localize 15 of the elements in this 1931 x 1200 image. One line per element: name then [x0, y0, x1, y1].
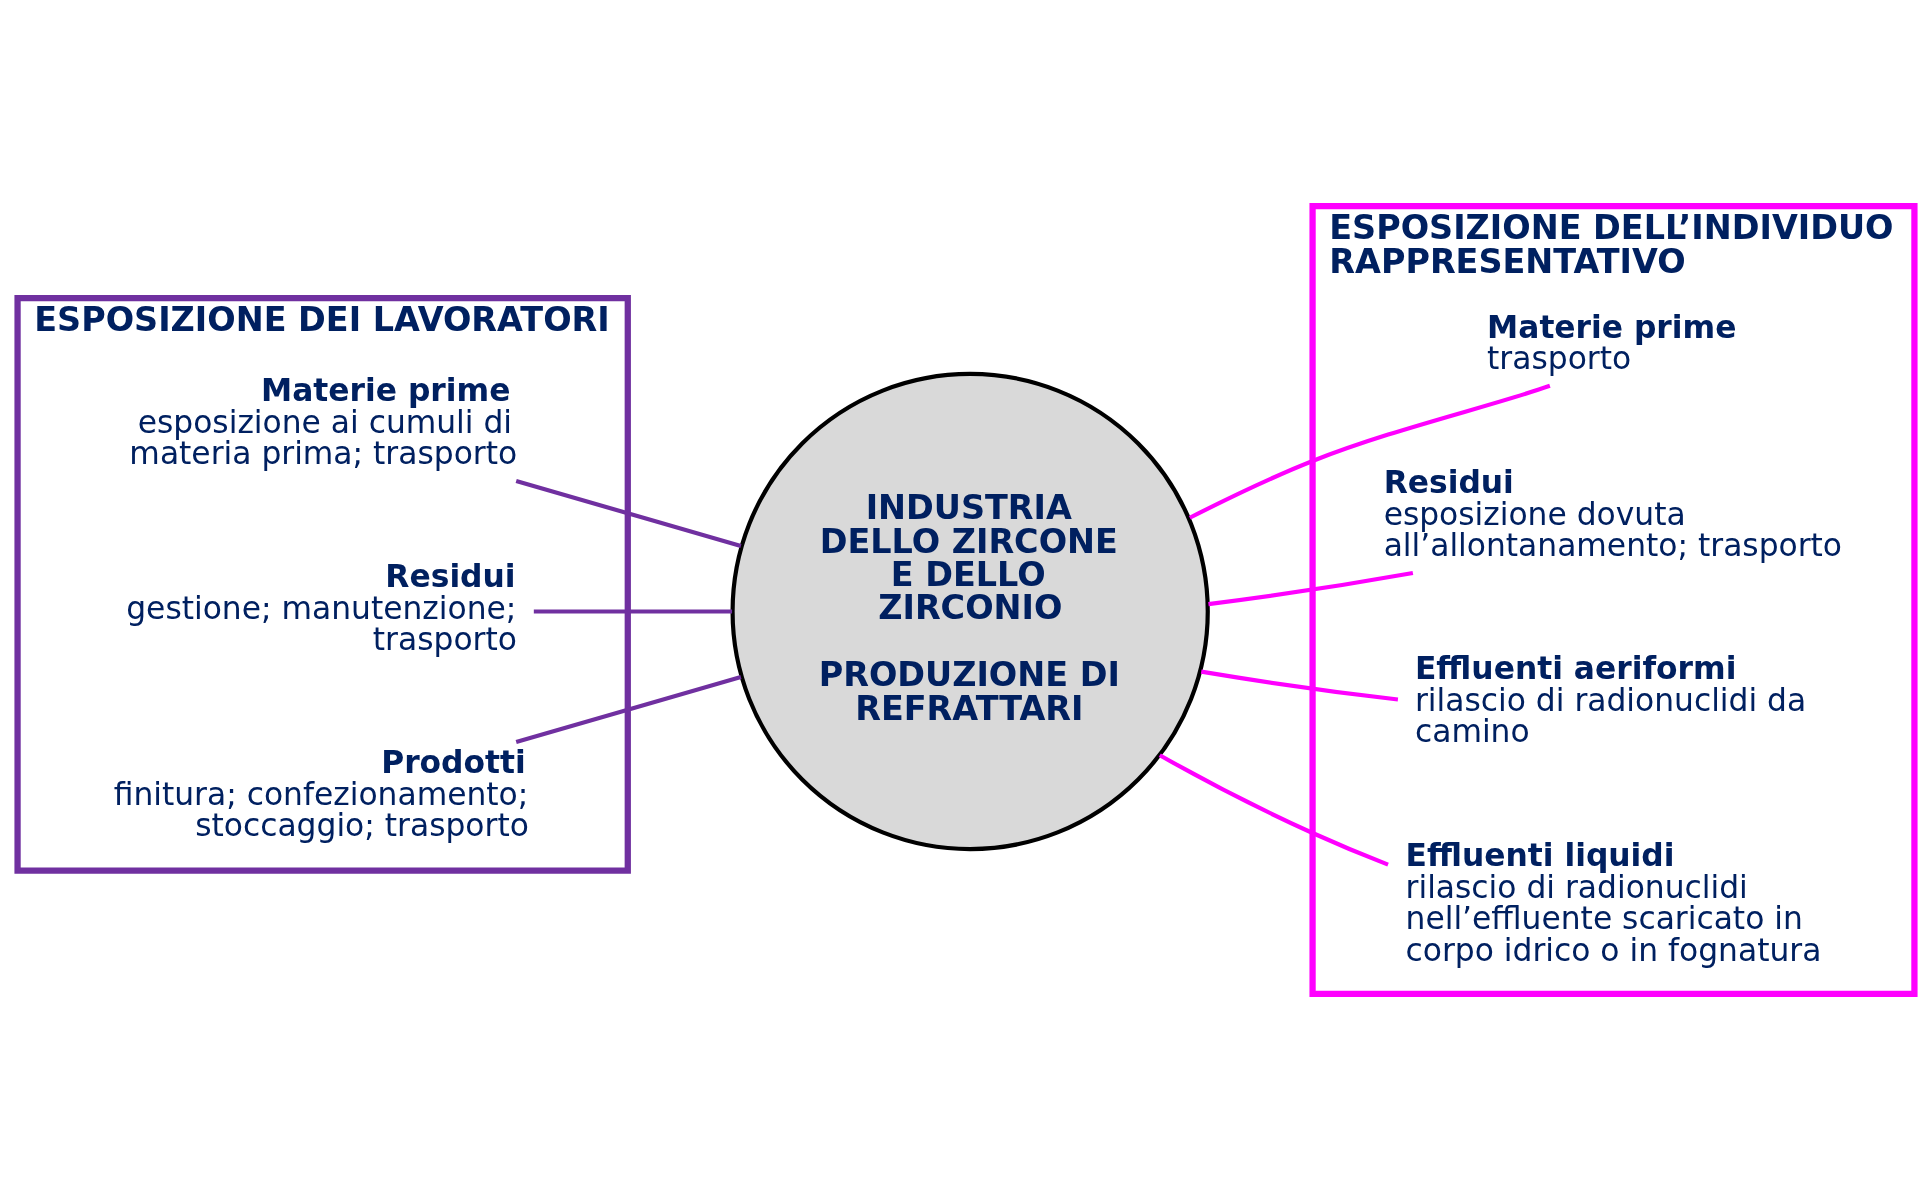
connector: [1200, 669, 1398, 702]
node-circle: INDUSTRIA DELLO ZIRCONE E DELLO ZIRCONIO PRODUZIONE DI REFRATTARI: [730, 371, 1210, 852]
node-text: Materie prime trasporto: [1486, 308, 1736, 377]
node-text: Residui gestione; manutenzione; trasporto: [125, 558, 517, 658]
connector: [533, 609, 732, 614]
node-text: Materie prime esposizione ai cumuli di materia prima; trasporto: [128, 372, 517, 472]
connector: [1207, 570, 1413, 607]
connector: [1158, 753, 1389, 867]
node-text: Effluenti aeriformi rilascio di radionuclidi da camino: [1414, 650, 1806, 750]
node-text: Residui esposizione dovuta all’allontanamento; trasporto: [1383, 464, 1842, 564]
connector: [1188, 383, 1551, 520]
node-text: Prodotti finitura; confezionamento; stoccaggio; trasporto: [113, 744, 529, 844]
connector: [515, 675, 741, 744]
connector: [515, 479, 741, 548]
node-text: Effluenti liquidi rilascio di radionuclidi nell’effluente scaricato in corpo idrico o in fognatura: [1405, 837, 1821, 968]
